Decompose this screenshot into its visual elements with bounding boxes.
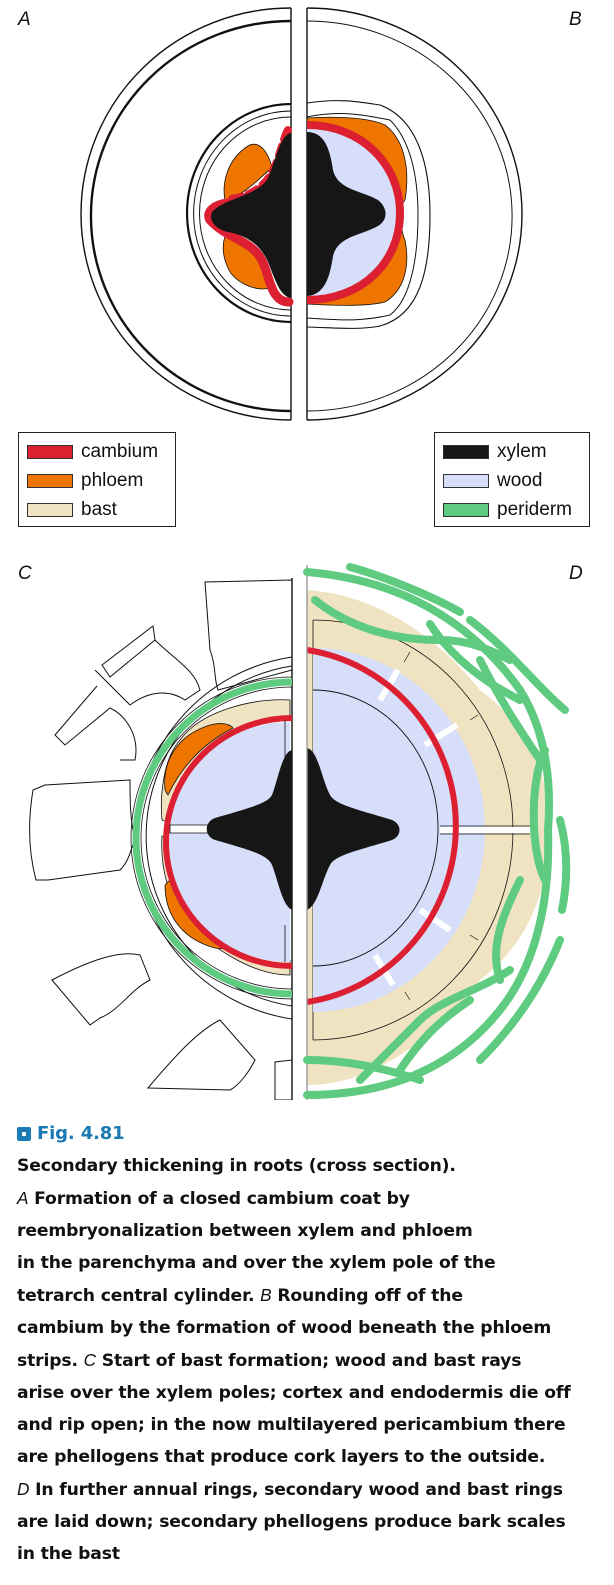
swatch-phloem <box>27 473 73 488</box>
caption-line: A Formation of a closed cambium coat by <box>17 1188 410 1209</box>
caption-line: in the bast <box>17 1544 120 1564</box>
caption-title: Secondary thickening in roots (cross sec… <box>17 1156 456 1176</box>
panel-a-xylem <box>211 133 291 298</box>
legend-right: xylem wood periderm <box>434 432 590 527</box>
figure-number: Fig. 4.81 <box>37 1123 125 1144</box>
legend-item-periderm: periderm <box>443 495 581 524</box>
legend-label: cambium <box>81 440 159 462</box>
legend-item-cambium: cambium <box>27 437 167 466</box>
panel-label-d: D <box>569 563 583 584</box>
panel-a-cortex <box>80 7 292 421</box>
figure-caption: Fig. 4.81 Secondary thickening in roots … <box>17 1118 607 1570</box>
swatch-cambium <box>27 444 73 459</box>
panel-b-xylem <box>307 132 386 296</box>
figure-number-row: Fig. 4.81 <box>17 1118 607 1150</box>
caption-line: and rip open; in the now multilayered pe… <box>17 1415 566 1435</box>
caption-line: in the parenchyma and over the xylem pol… <box>17 1253 496 1273</box>
panel-c-xylem <box>206 750 292 910</box>
panel-c-periderm-edge <box>130 676 293 1000</box>
legend-label: bast <box>81 498 117 520</box>
diagram-ab <box>80 7 523 421</box>
caption-line: reembryonalization between xylem and phl… <box>17 1221 473 1241</box>
panel-d-periderm <box>303 563 571 1099</box>
panel-c-cortex-flaps <box>29 579 293 1100</box>
caption-line: are phellogens that produce cork layers … <box>17 1447 546 1467</box>
caption-line: cambium by the formation of wood beneath… <box>17 1318 552 1338</box>
panel-a-cambium <box>204 198 294 307</box>
swatch-xylem <box>443 444 489 459</box>
panel-c-periderm <box>132 678 293 998</box>
panel-c-phloem-upper <box>164 723 234 796</box>
swatch-wood <box>443 473 489 488</box>
legend-label: periderm <box>497 498 572 520</box>
panel-d-cambium <box>306 647 459 1005</box>
panel-d-xylem <box>307 748 400 910</box>
diagram-cd <box>29 563 571 1100</box>
legend-label: wood <box>497 469 543 491</box>
caption-line: strips. C Start of bast formation; wood … <box>17 1350 522 1371</box>
panel-label-c: C <box>18 563 32 584</box>
panel-label-a: A <box>18 9 31 30</box>
legend-left: cambium phloem bast <box>18 432 176 527</box>
panel-c-cambium <box>163 715 293 969</box>
figure-square-icon <box>17 1127 31 1141</box>
legend-item-xylem: xylem <box>443 437 581 466</box>
legend-label: phloem <box>81 469 144 491</box>
panel-label-b: B <box>569 9 582 30</box>
caption-line: are laid down; secondary phellogens prod… <box>17 1512 566 1532</box>
caption-line: D In further annual rings, secondary woo… <box>17 1479 563 1500</box>
caption-line: arise over the xylem poles; cortex and e… <box>17 1383 571 1403</box>
caption-line: tetrarch central cylinder. B Rounding of… <box>17 1285 463 1306</box>
panel-b-cambium <box>306 121 405 304</box>
panel-a-phloem-upper <box>223 143 273 201</box>
legend-item-bast: bast <box>27 495 167 524</box>
legend-label: xylem <box>497 440 547 462</box>
swatch-bast <box>27 502 73 517</box>
legend-item-phloem: phloem <box>27 466 167 495</box>
swatch-periderm <box>443 502 489 517</box>
legend-item-wood: wood <box>443 466 581 495</box>
